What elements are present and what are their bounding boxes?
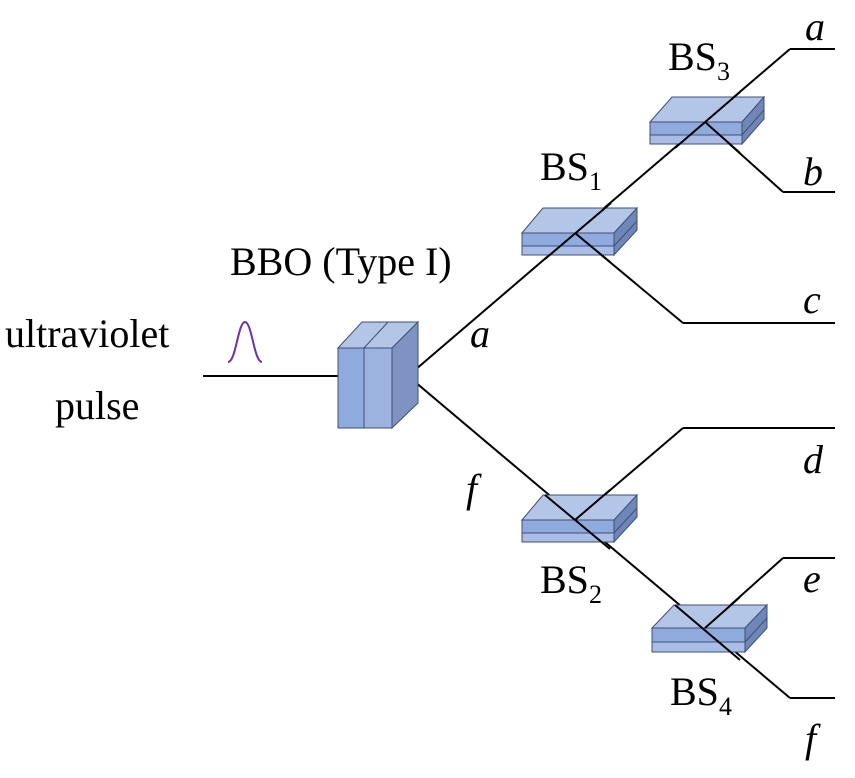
output-f-label: f	[805, 716, 821, 761]
bs1-label-base: BS	[540, 144, 589, 189]
pulse-waveform-icon	[227, 320, 263, 363]
output-d-label: d	[803, 437, 824, 482]
output-c-label: c	[803, 277, 821, 322]
bbo-crystal-front-left	[337, 347, 365, 429]
bs2-beam-cross-in	[544, 494, 611, 550]
bs2-side-divider	[613, 507, 638, 534]
bs3-side-divider	[741, 109, 765, 136]
bs3-front-lower	[649, 134, 743, 145]
bs4-beam-cross-in	[674, 604, 741, 661]
mode-a-label: a	[470, 311, 490, 356]
beam-paths	[203, 48, 835, 699]
bs3-front-upper	[649, 121, 743, 136]
bs4-label-subscript: 4	[719, 692, 732, 721]
bs1-beam-cross-out	[574, 232, 611, 263]
bs2-beam-cross-out	[574, 489, 611, 521]
bs1-side-divider	[613, 220, 638, 247]
bs3-label: BS3	[668, 34, 730, 86]
beam-splitter-bs2	[520, 493, 639, 544]
bs3-beam-cross-in	[674, 91, 741, 149]
bbo-crystal-divider	[363, 321, 389, 349]
bs4-label: BS4	[670, 669, 732, 721]
bs4-front-upper	[651, 627, 746, 643]
bs3-label-base: BS	[668, 34, 717, 79]
bs3-beam-cross-out	[704, 121, 741, 154]
mode-f-label: f	[466, 466, 482, 511]
bbo-crystal	[336, 320, 420, 430]
bs1-beam-cross-in	[544, 202, 612, 260]
bs3-label-subscript: 3	[717, 57, 730, 86]
beam-splitter-bs3	[648, 95, 766, 146]
source-label-line1: ultraviolet	[5, 311, 169, 356]
bs2-label-subscript: 2	[589, 580, 602, 609]
output-a-label: a	[805, 4, 825, 49]
source-label-line2: pulse	[55, 383, 139, 428]
beam-splitter-bs4	[650, 603, 769, 654]
bs1-front-lower	[521, 245, 615, 256]
beam-splitter-bs1	[520, 206, 639, 257]
bs2-label-base: BS	[540, 557, 589, 602]
bs2-front-upper	[521, 519, 615, 534]
bbo-crystal-front-right	[363, 347, 393, 429]
bs4-beam-cross-out	[704, 596, 741, 629]
crystal-label: BBO (Type I)	[230, 239, 452, 284]
bs4-label-base: BS	[670, 669, 719, 714]
output-e-label: e	[803, 556, 821, 601]
bs2-label: BS2	[540, 557, 602, 609]
bs2-front-lower	[521, 532, 615, 543]
output-b-label: b	[803, 149, 823, 194]
bs4-side-divider	[744, 617, 768, 643]
bs4-front-lower	[651, 641, 746, 653]
bs1-label: BS1	[540, 144, 602, 196]
beam-overlay	[544, 91, 741, 661]
bs1-label-subscript: 1	[589, 167, 602, 196]
